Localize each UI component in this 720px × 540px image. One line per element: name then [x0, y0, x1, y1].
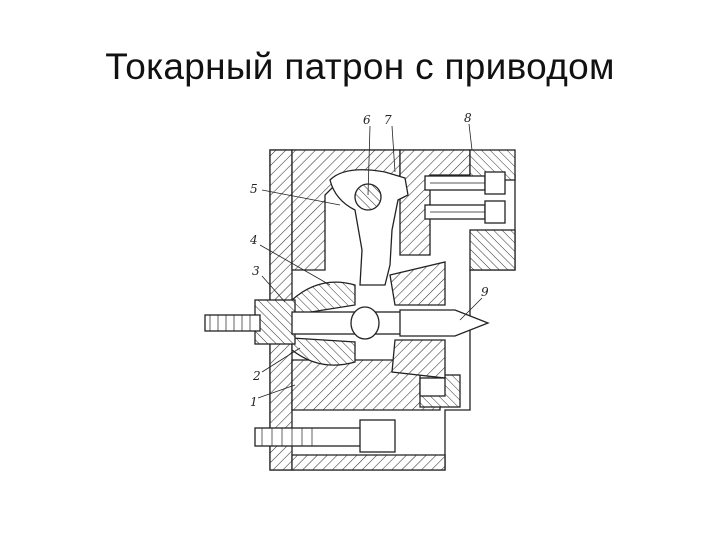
lever-5 — [329, 169, 409, 286]
callout-5: 5 — [250, 182, 258, 196]
bottom-body-block — [291, 454, 446, 471]
callout-7: 7 — [384, 113, 392, 127]
spindle-collar — [350, 306, 380, 340]
callout-8: 8 — [464, 111, 472, 125]
slide-title: Токарный патрон с приводом — [105, 46, 615, 87]
callout-1: 1 — [250, 395, 258, 409]
cover-plate-8-lower — [469, 229, 516, 271]
lower-bolt-head — [359, 419, 396, 453]
cam-upper — [291, 281, 356, 316]
jaw-lower — [391, 339, 446, 379]
callout-3: 3 — [252, 264, 260, 278]
lower-bolt-shank — [254, 427, 366, 447]
jaw-upper — [389, 261, 446, 306]
callout-9: 9 — [481, 285, 489, 299]
lower-right-screw — [419, 377, 446, 397]
screw-3-shank — [204, 314, 261, 332]
center-9 — [399, 309, 490, 337]
callout-2: 2 — [252, 369, 261, 383]
screw-3-head — [254, 299, 296, 345]
callout-6: 6 — [363, 113, 371, 127]
upper-housing — [399, 149, 471, 256]
lathe-chuck-drawing: 1 2 3 4 5 6 7 8 9 — [204, 111, 516, 471]
callout-4: 4 — [249, 233, 258, 247]
